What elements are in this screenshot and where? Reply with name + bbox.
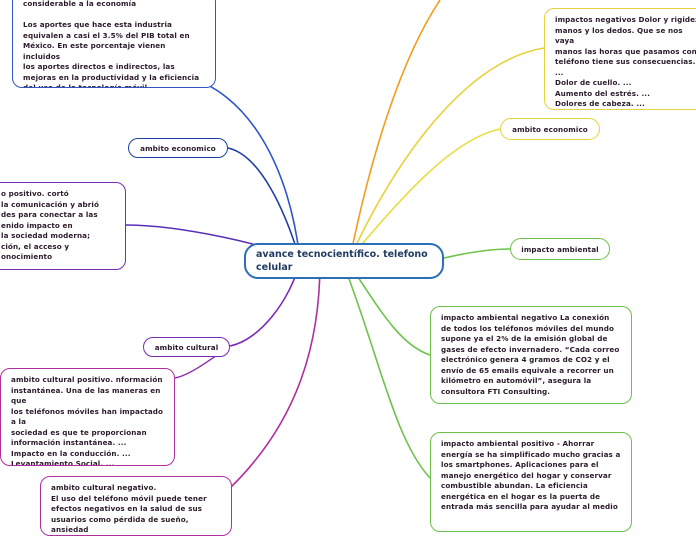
connector-top-right-orange (349, 0, 441, 259)
cultural-positive[interactable]: ambito cultural positivo. nformación ins… (0, 368, 175, 466)
central-topic[interactable]: avance tecnocientífico. telefono celular (244, 243, 444, 279)
connector-ambito-economico-left (227, 147, 301, 261)
cultural-negative[interactable]: ambito cultural negativo. El uso del tel… (40, 476, 232, 536)
ambito-cultural[interactable]: ambito cultural (143, 337, 230, 357)
connector-impacto-ambiental (443, 248, 511, 259)
ambito-economico-right[interactable]: ambito economico (500, 118, 600, 140)
connector-cultural-negative (229, 261, 321, 489)
ambito-economico-left[interactable]: ambito economico (128, 138, 228, 158)
positive-left-card[interactable]: o positivo. cortó la comunicación y abri… (0, 182, 126, 270)
ambiental-positivo[interactable]: impacto ambiental positivo - Ahorrar ene… (430, 432, 632, 532)
connector-ambiental-positivo (344, 267, 431, 479)
connector-ambiental-negativo (349, 264, 431, 356)
impacto-ambiental[interactable]: impacto ambiental (510, 238, 610, 260)
impactos-negativos[interactable]: impactos negativos Dolor y rigidez manos… (544, 8, 696, 110)
connector-impactos-negativos (349, 47, 545, 259)
connector-ambito-economico-right (349, 128, 501, 259)
top-left-card[interactable]: considerable a la economía Los aportes q… (12, 0, 216, 88)
ambiental-negativo[interactable]: impacto ambiental negativo La conexión d… (430, 306, 632, 404)
